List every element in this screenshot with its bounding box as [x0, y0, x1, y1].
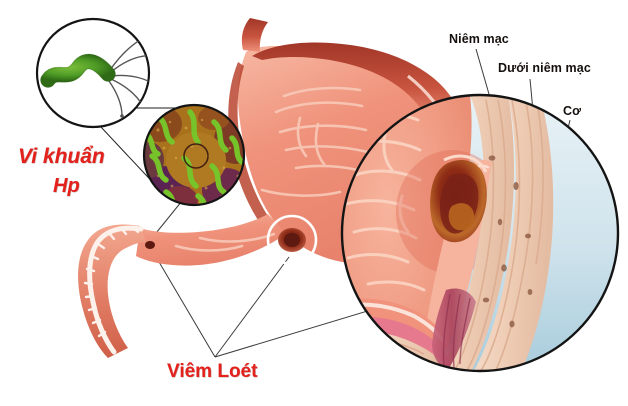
bacteria-body-fill [41, 55, 115, 87]
magnified-ulcer-rim-highlight [443, 154, 488, 173]
duodenal-ulcer-spot [145, 241, 155, 249]
magnified-ulcer-base [448, 203, 475, 231]
magnified-vessels [482, 155, 533, 328]
magnified-wall-inset [340, 93, 620, 373]
label-bacteria-name: Vi khuẩn [18, 145, 105, 168]
micrograph-inset [142, 103, 246, 207]
micrograph-focus-ring [183, 143, 209, 169]
leader-duodenal-ulcer-label [151, 249, 216, 358]
label-mucosa: Niêm mạc [449, 32, 509, 46]
leader-stomach-ulcer-label [214, 256, 290, 358]
duodenum [78, 224, 146, 358]
magnified-ulcer [430, 154, 488, 243]
label-ulcer: Viêm Loét [167, 361, 258, 382]
label-bacteria-hp: Hp [53, 175, 80, 197]
ulcer-highlight-ring [266, 214, 318, 266]
stomach-ulcer-marker [266, 214, 318, 266]
label-submucosa: Dưới niêm mạc [498, 61, 591, 75]
esophagus [241, 18, 268, 52]
stomach-ulcer-center [284, 233, 300, 247]
micrograph-circle-outline [142, 103, 246, 207]
bacteria-inset [35, 17, 151, 129]
magnified-circle-outline [340, 93, 620, 373]
magnified-rugae [344, 112, 426, 292]
label-muscle: Cơ [563, 104, 582, 118]
magnified-muscle-striations [453, 99, 544, 371]
stomach-fundus-edge [252, 42, 462, 126]
bacteria-circle-outline [35, 17, 151, 129]
muscle-bundle-lines [442, 293, 471, 369]
micrograph-bacteria [144, 109, 244, 205]
duodenum-rugae [83, 225, 140, 338]
